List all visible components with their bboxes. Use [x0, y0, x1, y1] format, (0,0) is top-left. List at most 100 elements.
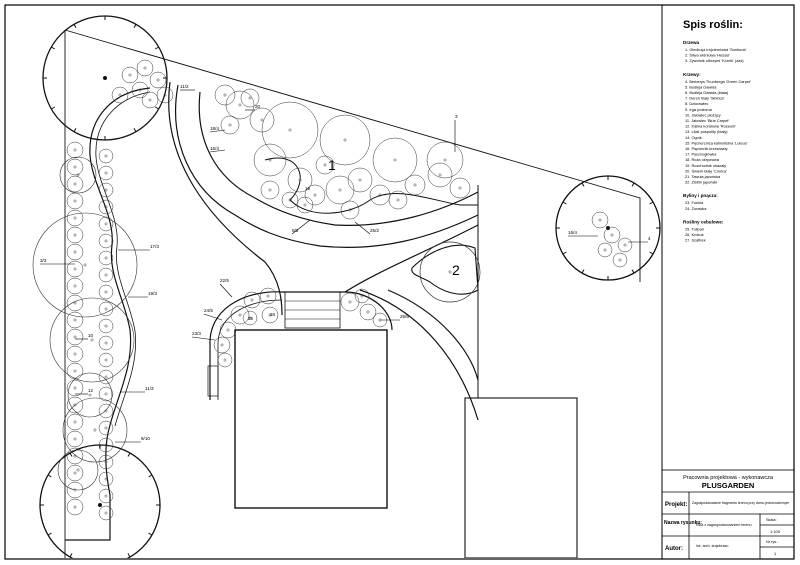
shrub-symbol — [340, 292, 360, 312]
plant-callout-label: 8/2 — [292, 228, 299, 233]
shrub-symbol — [597, 242, 613, 258]
shrub-symbol — [66, 481, 84, 499]
legend-item: 2. Śliwa wiśniowa 'Hessei' — [685, 53, 730, 58]
tree-notch — [581, 269, 585, 274]
shrub-symbol — [449, 177, 471, 199]
title-block — [661, 469, 795, 560]
tree-notch — [127, 553, 131, 558]
legend-section-heading: Krzewy: — [683, 72, 701, 77]
shrub-symbol — [98, 454, 114, 470]
tree-notch — [631, 182, 635, 187]
plant-callout-label: 16/4 — [568, 230, 577, 235]
shrub-symbol — [98, 233, 114, 249]
shrub-symbol — [243, 291, 261, 309]
tree-notch — [47, 532, 52, 536]
drawing-label: Nazwa rysunku: — [664, 520, 702, 526]
bed-1-edge — [264, 157, 478, 214]
tree-notch — [133, 24, 137, 29]
plant-callout-label: 11/2 — [180, 84, 189, 89]
left-bed-inner-edge — [95, 91, 151, 427]
shrub-symbol — [66, 328, 84, 346]
tree-notch — [562, 201, 567, 205]
shrub-symbol — [219, 321, 237, 339]
legend-item: 26. Krokus — [685, 232, 704, 237]
shrub-symbol — [427, 162, 453, 188]
garage-building — [464, 397, 578, 558]
shrub-symbol — [261, 306, 279, 324]
shrub-symbol — [98, 216, 114, 232]
shrub-symbol — [66, 362, 84, 380]
legend-item: 9. Irga pozioma — [685, 107, 713, 112]
shrub-symbol — [66, 141, 84, 159]
shrub-symbol — [261, 101, 319, 159]
shrub-symbol — [603, 226, 621, 244]
shrub-symbol — [259, 287, 277, 305]
shrub-symbol — [98, 420, 114, 436]
tree-notch — [51, 46, 56, 50]
tree-notch — [47, 474, 52, 478]
path-to-terrace-right — [344, 224, 479, 293]
callout-leader — [191, 336, 216, 341]
shrub-symbol — [426, 141, 464, 179]
bed-number-2: 2 — [452, 262, 460, 278]
tree-notch — [631, 269, 635, 274]
tree-notch — [148, 532, 153, 536]
plant-callout-label: 12 — [88, 388, 94, 393]
shrub-symbol — [230, 305, 250, 325]
legend-title: Spis roślin: — [683, 19, 743, 31]
shrub-symbol — [419, 241, 481, 303]
bed-2-island — [411, 244, 479, 295]
legend-item: 21. Tawuła japońska — [685, 174, 721, 179]
curved-path-inner — [198, 91, 479, 226]
shrub-symbol — [612, 252, 628, 268]
plant-callout-label: 17/3 — [150, 244, 159, 249]
legend-item: 12. Kalina koralowa 'Roseum' — [685, 124, 736, 129]
legend-item: 18. Róża okrywowa — [685, 157, 720, 162]
shrub-symbol — [66, 447, 84, 465]
shrub-symbol — [98, 267, 114, 283]
shrub-symbol — [66, 413, 84, 431]
legend-item: 27. Szafirek — [685, 238, 706, 243]
shrub-symbol — [217, 352, 233, 368]
shrub-symbol — [240, 88, 260, 108]
left-planting-bed — [65, 87, 151, 541]
shrub-symbol — [213, 336, 231, 354]
plant-callout-label: 11/3 — [145, 386, 154, 391]
plant-callout-label: 19/3 — [148, 291, 157, 296]
shrub-symbol — [98, 403, 114, 419]
shrub-symbol — [66, 158, 84, 176]
shrub-symbol — [66, 464, 84, 482]
title-block-text: Pracownia projektowa - wykonawcza PLUSGA… — [664, 475, 789, 556]
legend-item: 1. Glediczja trójcierniowa 'Sunburst' — [685, 47, 747, 52]
legend-item: 16. Pięciornik krzewiasty — [685, 146, 728, 151]
legend-item: 3. Żywotnik olbrzymi 'Kórnik' (żaś) — [685, 58, 744, 63]
legend-item: 13. Lilak pospolity (biały) — [685, 129, 728, 134]
shrub-symbol — [287, 167, 313, 193]
shrub-symbol — [253, 143, 287, 177]
shrub-symbol — [66, 498, 84, 516]
tree-notch — [581, 182, 585, 187]
plant-callout-label: 24/5 — [204, 308, 213, 313]
shrub-symbol — [98, 148, 114, 164]
tree-notch — [133, 127, 137, 132]
shrub-symbol — [66, 243, 84, 261]
plant-callout-label: 10 — [88, 333, 94, 338]
shrub-symbol — [249, 107, 275, 133]
shrub-symbol — [98, 352, 114, 368]
shrub-symbol — [98, 318, 114, 334]
shrub-symbol — [66, 311, 84, 329]
shrub-symbol — [66, 294, 84, 312]
legend-item: 25. Tulipan — [685, 226, 704, 231]
callout-leader — [219, 283, 233, 298]
shrub-symbol — [617, 237, 633, 253]
terrace-arc-bed — [209, 291, 393, 400]
shrub-symbol — [66, 430, 84, 448]
legend-item: 8. Dziurawiec — [685, 101, 708, 106]
tree-notch — [148, 474, 153, 478]
callout-leader — [203, 313, 223, 321]
shrub-symbol — [319, 114, 371, 166]
curved-path-outer — [175, 84, 479, 248]
plant-callout-label: 25/2 — [370, 228, 379, 233]
